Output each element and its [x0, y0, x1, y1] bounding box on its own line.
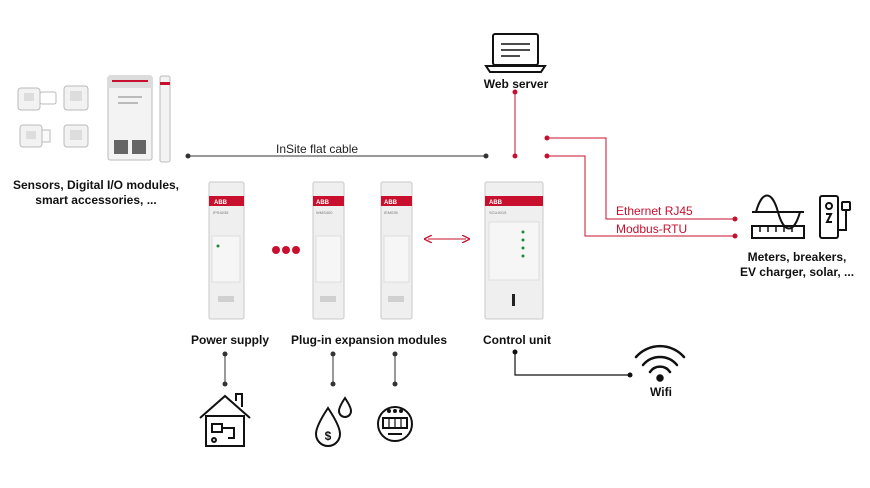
expansion-1-connector — [330, 351, 336, 387]
exp2-brand: ABB — [384, 200, 398, 206]
modbus-label: Modbus-RTU — [616, 222, 688, 236]
cu-model: SCU4015 — [489, 210, 507, 215]
current-sensor-icon — [19, 124, 51, 148]
more-modules-dots — [272, 246, 300, 254]
laptop-icon — [484, 33, 547, 73]
ps-model: IPS4035 — [213, 210, 229, 215]
sensors-label: Sensors, Digital I/O modules, smart acce… — [13, 178, 179, 208]
control-unit-label: Control unit — [483, 333, 551, 347]
plugin-modules-label: Plug-in expansion modules — [290, 333, 448, 347]
digital-io-module-icon — [107, 75, 153, 161]
current-sensor-icon — [63, 124, 89, 148]
current-sensor-icon — [17, 87, 57, 111]
cu-brand: ABB — [489, 200, 503, 206]
ethernet-label: Ethernet RJ45 — [616, 204, 693, 218]
meters-label-line1: Meters, breakers, — [747, 250, 847, 264]
meters-label-line2: EV charger, solar, ... — [739, 265, 855, 279]
exp1-brand: ABB — [316, 200, 330, 206]
expansion-module-2 — [380, 181, 413, 320]
smart-accessory-icon — [159, 75, 171, 163]
ev-plug-icon — [819, 195, 851, 239]
sensor-modules-group — [17, 75, 171, 163]
ps-brand: ABB — [214, 200, 228, 206]
power-supply-connector — [222, 351, 228, 387]
power-supply-module — [208, 181, 245, 320]
power-supply-label: Power supply — [190, 333, 270, 347]
wifi-icon — [634, 344, 686, 382]
expansion-2-connector — [392, 351, 398, 387]
expansion-module-1 — [312, 181, 345, 320]
svg-text:$: $ — [325, 429, 332, 443]
flat-cable-line — [185, 153, 489, 159]
energy-meter-icon — [377, 406, 413, 442]
device-text-marks: ABB ABB ABB ABB IPS4035 WMS400 IEM035 SC… — [213, 200, 507, 215]
current-sensor-icon — [63, 85, 89, 111]
sensors-label-line1: Sensors, Digital I/O modules, — [12, 178, 180, 192]
control-unit-module — [484, 181, 544, 320]
ethernet-link — [544, 135, 738, 222]
sensors-label-line2: smart accessories, ... — [35, 193, 157, 207]
wifi-link — [512, 349, 633, 378]
web-server-label: Web server — [483, 77, 549, 91]
exp2-model: IEM035 — [384, 210, 399, 215]
meters-label: Meters, breakers, EV charger, solar, ... — [740, 250, 854, 280]
exp1-model: WMS400 — [316, 210, 333, 215]
wifi-label: Wifi — [650, 385, 672, 399]
meter-waveform-icon — [751, 194, 805, 239]
modbus-link — [544, 153, 738, 239]
smart-home-icon — [199, 393, 251, 447]
flat-cable-label: InSite flat cable — [276, 142, 359, 156]
web-server-link — [512, 89, 518, 159]
water-cost-icon: $ — [314, 396, 353, 447]
